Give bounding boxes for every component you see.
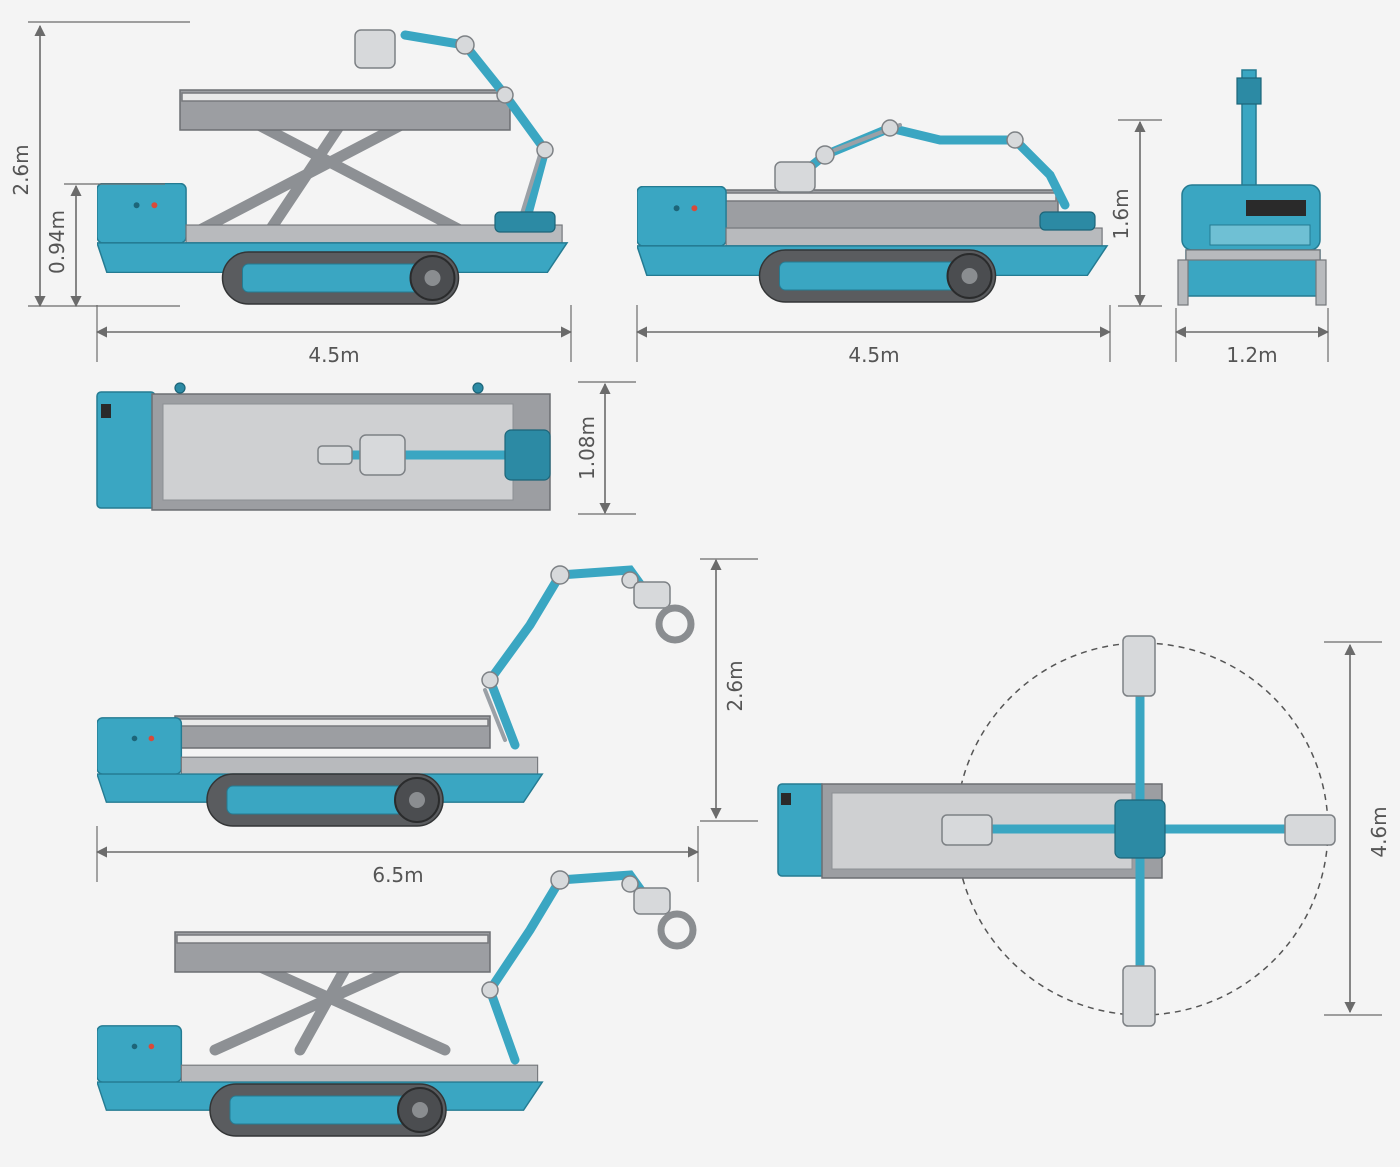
label-reach-height: 2.6m — [723, 660, 747, 711]
machine-side-extended — [97, 565, 695, 827]
label-length: 4.5m — [848, 343, 899, 367]
view-top-swing: 4.6m — [777, 635, 1391, 1027]
machine-front — [1177, 69, 1327, 306]
label-width: 1.2m — [1226, 343, 1277, 367]
robotic-arm — [485, 870, 653, 1065]
gripper — [774, 161, 816, 193]
label-length: 4.5m — [308, 343, 359, 367]
machine-side-lowered — [637, 119, 1108, 304]
machine-top-swing — [777, 635, 1336, 1027]
machine-side-raised-extended — [97, 870, 697, 1137]
crawler-track — [221, 250, 460, 306]
label-width: 1.08m — [575, 416, 599, 480]
robotic-arm — [484, 565, 653, 750]
view-front: 1.2m — [1174, 69, 1330, 367]
machine-top — [96, 382, 551, 511]
crawler-track — [206, 773, 444, 827]
view-side-extended: 2.6m 6.5m — [95, 558, 758, 887]
view-side-raised-extended — [97, 870, 697, 1137]
machine-side-raised — [97, 29, 568, 306]
gripper — [655, 604, 695, 644]
label-swing-diameter: 4.6m — [1367, 806, 1391, 857]
view-top: 1.08m — [96, 381, 636, 515]
label-total-height: 2.6m — [9, 144, 33, 195]
label-height: 1.6m — [1109, 188, 1133, 239]
view-side-lowered: 4.5m 1.6m — [635, 119, 1162, 367]
crawler-track — [209, 1083, 447, 1137]
crawler-track — [758, 248, 997, 304]
gripper — [354, 29, 396, 69]
label-base-height: 0.94m — [45, 210, 69, 274]
view-side-raised: 2.6m 0.94m 4.5m — [9, 21, 573, 367]
label-extended-length: 6.5m — [372, 863, 423, 887]
gripper — [657, 910, 697, 950]
